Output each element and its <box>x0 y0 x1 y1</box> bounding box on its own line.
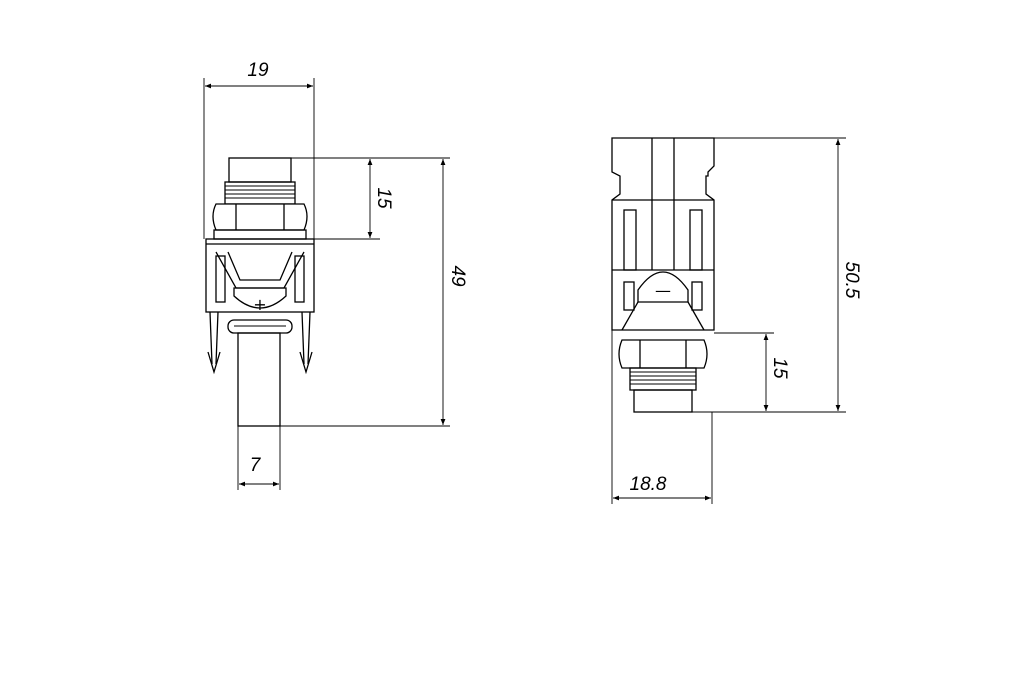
snap-latch-right <box>299 311 313 375</box>
positive-polarity-symbol: + <box>253 295 266 314</box>
connector-body <box>205 238 315 313</box>
snap-latch-left <box>207 311 221 375</box>
hex-nut <box>212 203 308 231</box>
dimension-pin-diameter: 7 <box>237 426 281 490</box>
dimension-total-height-label: 49 <box>447 265 468 287</box>
dimension-width-negative-label: 18.8 <box>630 474 667 495</box>
dimension-total-height-negative: 50.5 <box>692 137 862 413</box>
dimension-total-height-negative-label: 50.5 <box>841 262 862 299</box>
dimension-nut-height: 15 <box>291 157 394 240</box>
hex-nut-negative <box>618 339 708 369</box>
dimension-width: 19 <box>203 60 315 239</box>
thread <box>224 181 296 205</box>
dimension-nut-height-negative-label: 15 <box>769 357 790 379</box>
o-ring <box>227 319 293 334</box>
negative-connector: — 50.5 15 <box>611 137 862 504</box>
dimension-total-height: 49 <box>280 157 468 427</box>
dimension-width-label: 19 <box>247 60 269 81</box>
negative-polarity-symbol: — <box>655 281 671 300</box>
dimension-nut-height-negative: 15 <box>714 332 790 411</box>
dimension-pin-diameter-label: 7 <box>250 455 262 476</box>
dimension-width-negative: 18.8 <box>611 330 713 504</box>
dimension-nut-height-label: 15 <box>373 187 394 209</box>
positive-connector: + 19 15 <box>203 60 468 490</box>
contact-pin <box>237 332 281 427</box>
thread-negative <box>629 367 697 391</box>
